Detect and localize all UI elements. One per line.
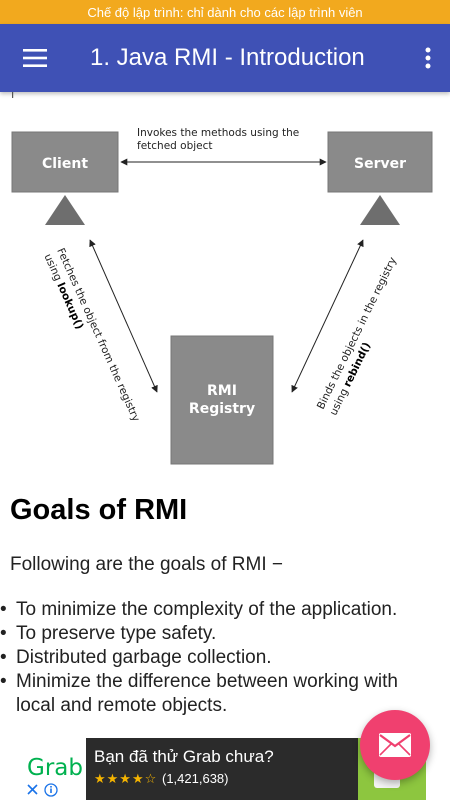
list-item: • Minimize the difference between working… [0,670,440,694]
mail-icon [379,733,411,757]
server-label: Server [354,156,406,172]
list-item: • Distributed garbage collection. [0,646,440,670]
goals-list: • To minimize the complexity of the appli… [0,598,440,718]
client-label: Client [42,156,88,172]
bullet-icon: • [0,623,7,644]
registry-label-line1: RMI [207,383,237,399]
app-bar: 1. Java RMI - Introduction [0,24,450,92]
grab-logo[interactable]: Grab [24,738,86,800]
goal-text: local and remote objects. [16,695,228,716]
list-item: • To preserve type safety. [0,622,440,646]
intro-paragraph: Following are the goals of RMI − [10,554,283,575]
developer-mode-text: Chế độ lập trình: chỉ dành cho các lập t… [87,4,363,20]
list-item: • To minimize the complexity of the appli… [0,598,440,622]
page-title: 1. Java RMI - Introduction [90,44,365,71]
mail-fab[interactable] [360,710,430,780]
goal-text: To minimize the complexity of the applic… [16,599,398,620]
rmi-architecture-diagram: Client Server RMI Registry Invokes the m… [11,92,433,465]
star-rating: ★★★★☆ [94,771,158,786]
bullet-icon: • [0,599,7,620]
server-box [327,131,433,193]
section-heading: Goals of RMI [10,494,188,526]
right-arrow-text-line1: Binds the objects in the registry [315,255,399,411]
ad-headline: Bạn đã thử Grab chưa? [94,747,274,766]
top-arrow-text-line1: Invokes the methods using the [137,127,299,139]
more-vert-icon[interactable] [406,24,450,92]
client-box [11,131,119,193]
left-arrow-caption: Fetches the object from the registry usi… [41,246,142,423]
top-arrow-text-line2: fetched object [137,140,213,152]
server-triangle [360,195,400,225]
hamburger-menu-icon[interactable] [0,24,70,92]
ad-choices-icon[interactable] [26,782,62,798]
article-content[interactable]: Client Server RMI Registry Invokes the m… [0,92,450,738]
goal-text: To preserve type safety. [16,623,217,644]
bullet-icon: • [0,647,7,668]
left-arrow-text-line1: Fetches the object from the registry [54,246,142,423]
bullet-icon: • [0,671,7,692]
developer-mode-banner: Chế độ lập trình: chỉ dành cho các lập t… [0,0,450,24]
client-triangle [45,195,85,225]
ad-banner[interactable]: Grab Bạn đã thử Grab chưa? ★★★★☆ (1,421,… [0,738,450,800]
goal-text: Minimize the difference between working … [16,671,398,692]
rmi-registry-box [170,335,274,465]
client-registry-arrow [89,239,158,393]
rating-count: (1,421,638) [162,771,229,786]
clipped-text-fragment [12,92,14,98]
ad-body[interactable]: Bạn đã thử Grab chưa? ★★★★☆ (1,421,638) [86,738,358,800]
registry-label-line2: Registry [189,401,255,417]
list-item-continuation: local and remote objects. [0,694,440,718]
server-registry-arrow [291,239,364,393]
goal-text: Distributed garbage collection. [16,647,272,668]
svg-text:Grab: Grab [27,755,83,781]
right-arrow-caption: Binds the objects in the registry using … [315,255,399,417]
